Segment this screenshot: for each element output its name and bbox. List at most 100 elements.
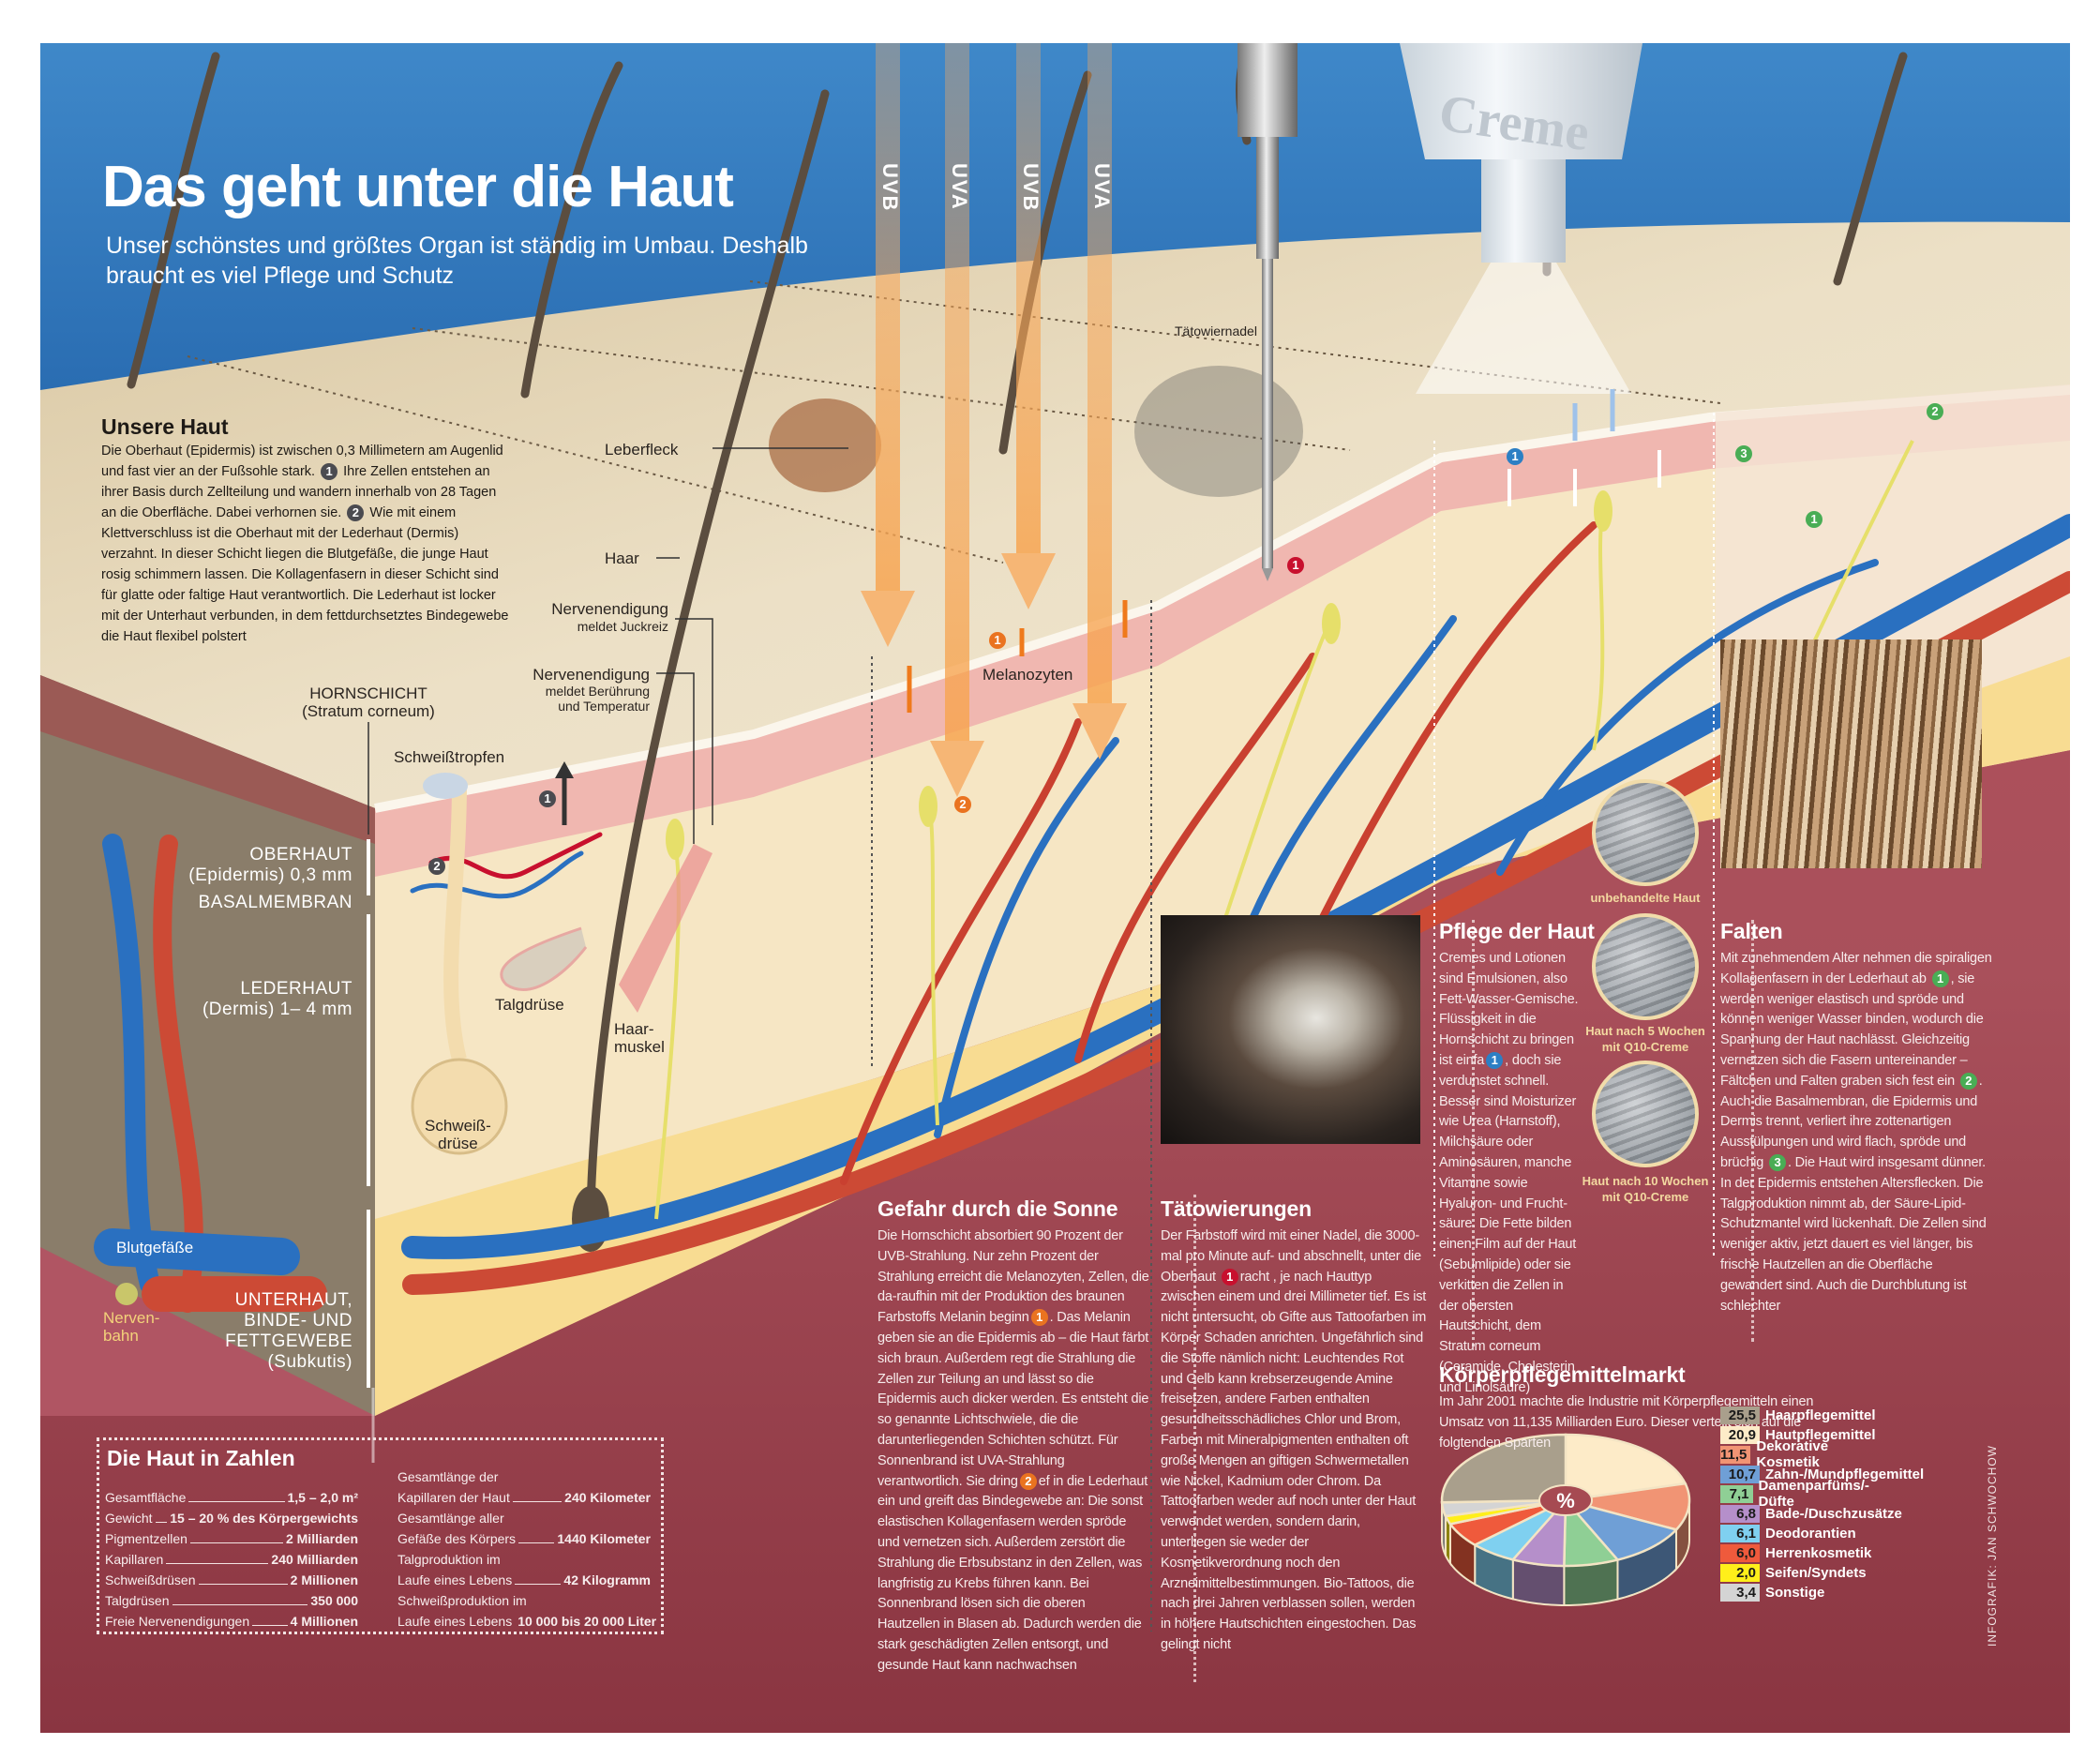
badge-epidermis-2: 2 [428, 858, 445, 875]
infographic: Creme % Das geht unter die Haut Unser sc… [40, 43, 2070, 1733]
label-lederhaut: LEDERHAUT(Dermis) 1– 4 mm [202, 979, 352, 1019]
legend-value: 10,7 [1720, 1465, 1760, 1483]
text-segment: Cremes und Lotionen sind Emulsionen, als… [1439, 951, 1579, 1068]
legend-value: 6,1 [1720, 1524, 1760, 1542]
pie-slice [1448, 1498, 1567, 1547]
section-falten: Falten Mit zunehmendem Alter nehmen die … [1720, 917, 1992, 1316]
sweat-drop [423, 773, 468, 799]
fact-value: 4 Millionen [290, 1614, 358, 1629]
section-pflege: Pflege der Haut Cremes und Lotionen sind… [1439, 917, 1706, 1399]
page-subtitle: Unser schönstes und größtes Organ ist st… [106, 233, 808, 289]
text-segment: Der Farbstoff wird mit einer Nadel, die … [1161, 1228, 1421, 1285]
section-title: Die Haut in Zahlen [107, 1446, 295, 1470]
section-body: Die Hornschicht absorbiert 90 Prozent de… [878, 1226, 1149, 1677]
section-title: Gefahr durch die Sonne [878, 1196, 1118, 1221]
legend-label: Deodorantien [1765, 1525, 1856, 1542]
pie-slice [1562, 1497, 1679, 1561]
badge-care-1: 1 [1507, 448, 1523, 465]
legend-label: Haarpflegemittel [1765, 1406, 1876, 1423]
number-badge: 2 [1019, 1472, 1037, 1490]
fact-value: 2 Milliarden [285, 1531, 358, 1546]
text-segment: Wie mit einem Klettverschluss ist die Ob… [101, 505, 509, 644]
fact-label: Laufe eines Lebens [398, 1572, 513, 1587]
fact-value: 42 Kilogramm [563, 1572, 651, 1587]
section-sonne: Gefahr durch die Sonne Die Hornschicht a… [878, 1195, 1149, 1677]
label-taetowiernadel: Tätowiernadel [1175, 323, 1257, 338]
legend-value: 2,0 [1720, 1563, 1760, 1582]
fact-value: 350 000 [310, 1593, 358, 1608]
text-segment: Die Oberhaut (Epidermis) ist zwischen 0,… [101, 444, 503, 479]
number-badge: 2 [1959, 1072, 1977, 1090]
section-body: Die Oberhaut (Epidermis) ist zwischen 0,… [101, 441, 514, 647]
fact-value: 1,5 – 2,0 m² [287, 1490, 359, 1505]
uv-label: UVB [878, 163, 902, 213]
label-blutgefaesse: Blutgefäße [116, 1239, 194, 1256]
mole [769, 399, 881, 492]
pie-slice [1440, 1498, 1567, 1518]
caption: Haut nach 5 Wochen mit Q10-Creme [1585, 1024, 1705, 1054]
text-segment: , doch sie verdunstet schnell. Besser si… [1439, 1052, 1577, 1395]
page-title: Das geht unter die Haut [102, 155, 734, 219]
section-markt: Körperpflegemittelmarkt Im Jahr 2001 mac… [1439, 1361, 1814, 1453]
legend-value: 6,8 [1720, 1504, 1760, 1523]
label-melanozyten: Melanozyten [982, 666, 1073, 684]
fact-label: Freie Nervenendigungen [105, 1614, 250, 1629]
legend-label: Hautpflegemittel [1765, 1426, 1876, 1443]
caption: unbehandelte Haut [1590, 891, 1701, 905]
section-title: Tätowierungen [1161, 1196, 1312, 1221]
uv-label: UVA [948, 163, 971, 211]
blood-vessels [94, 514, 2070, 1313]
section-title: Unsere Haut [101, 414, 229, 439]
legend-label: Damenparfüms/-Düfte [1758, 1478, 1869, 1510]
legend-value: 6,0 [1720, 1543, 1760, 1562]
text-segment: . Auch die Basalmembran, die Epidermis u… [1720, 1073, 1983, 1170]
section-title: Falten [1720, 919, 1783, 943]
tattoo-needle [1238, 43, 1298, 581]
number-badge: 1 [1221, 1268, 1238, 1286]
label-nervenbahn: Nerven-bahn [103, 1309, 160, 1345]
badge-fold-3: 3 [1735, 445, 1752, 462]
legend-label: Sonstige [1765, 1584, 1825, 1601]
text-segment: Die Hornschicht absorbiert 90 Prozent de… [878, 1228, 1149, 1326]
label-schweissdruese: Schweiß-drüse [425, 1117, 491, 1152]
dermis [375, 390, 2070, 1219]
number-badge: 1 [1486, 1052, 1504, 1070]
fact-row: Gefäße des Körpers 1440 Kilometer [398, 1528, 651, 1549]
legend-label: Bade-/Duschzusätze [1765, 1505, 1902, 1522]
label-haar: Haar [605, 549, 639, 567]
badge-sun-2: 2 [954, 796, 971, 813]
badge-tattoo-1: 1 [1287, 557, 1304, 574]
skin-sample-10-weeks [1592, 1061, 1699, 1167]
creme-tube: Creme [1400, 43, 1642, 394]
fact-label: Talgdrüsen [105, 1593, 170, 1608]
legend-value: 11,5 [1720, 1445, 1751, 1464]
legend-label: Dekorative Kosmetik [1756, 1438, 1829, 1470]
legend-label: Herrenkosmetik [1765, 1544, 1872, 1561]
label-basalmembran: BASALMEMBRAN [198, 893, 352, 912]
text-segment: racht , je nach Hauttyp zwischen einem u… [1161, 1269, 1427, 1652]
credit: INFOGRAFIK: JAN SCHWOCHOW [1986, 1445, 1999, 1647]
section-unsere-haut: Unsere Haut Die Oberhaut (Epidermis) ist… [101, 416, 514, 647]
wrinkle-photo [1720, 639, 1982, 868]
pie-chart: % [1440, 1433, 1691, 1607]
fact-label: Gewicht [105, 1511, 153, 1526]
fact-label: Gefäße des Körpers [398, 1531, 517, 1546]
section-tattoo: Tätowierungen Der Farbstoff wird mit ein… [1161, 1195, 1428, 1656]
sweat-gland [411, 1058, 508, 1155]
label-oberhaut: OBERHAUT(Epidermis) 0,3 mm [188, 845, 352, 885]
number-badge: 1 [1931, 970, 1949, 987]
fact-value: 10 000 bis 20 000 Liter [518, 1614, 657, 1629]
fact-value: 1440 Kilometer [557, 1531, 651, 1546]
fact-value: 2 Millionen [290, 1572, 358, 1587]
badge-fold-2: 2 [1927, 403, 1943, 420]
text-segment: ef in die Lederhaut ein und greift das B… [878, 1473, 1148, 1673]
legend-item: 6,0 Herrenkosmetik [1720, 1543, 1871, 1562]
